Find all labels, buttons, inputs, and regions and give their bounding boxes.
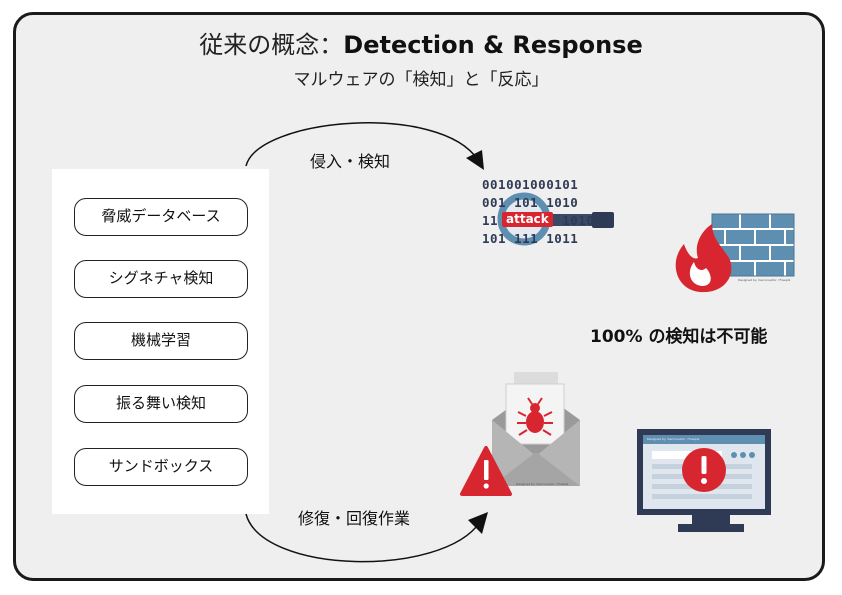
recovery-arc [245, 513, 481, 563]
warning-triangle-icon [460, 446, 512, 496]
method-machine-learning: 機械学習 [74, 322, 248, 360]
method-threat-database: 脅威データベース [74, 198, 248, 236]
method-sandbox: サンドボックス [74, 448, 248, 486]
flame-icon [675, 224, 732, 293]
intrusion-arc [245, 122, 479, 167]
attack-badge: attack [502, 212, 553, 227]
recovery-arrowhead [468, 512, 488, 534]
diagram-title: 従来の概念：Detection & Response [199, 31, 643, 59]
method-behavior-detection: 振る舞い検知 [74, 385, 248, 423]
binary-line-2: 001 101 1010 [482, 195, 579, 210]
method-signature-detection: シグネチャ検知 [74, 260, 248, 298]
intrusion-detection-label: 侵入・検知 [310, 152, 391, 171]
email-credit: Designed by macrovector / Freepik [516, 482, 569, 486]
infected-email-icon [492, 372, 580, 486]
binary-line-4: 101 111 1011 [482, 231, 579, 246]
intrusion-arrowhead [466, 150, 484, 170]
diagram-subtitle: マルウェアの「検知」と「反応」 [293, 70, 549, 90]
recovery-label: 修復・回復作業 [298, 509, 411, 528]
binary-line-1: 001001000101 [482, 177, 579, 192]
monitor-credit: Designed by macrovector / Freepik [647, 437, 700, 441]
firewall-icon [675, 213, 795, 293]
detection-limit-text: 100% の検知は不可能 [590, 327, 768, 347]
firewall-credit: Designed by macrovector / Freepik [738, 278, 791, 282]
alert-monitor-icon [637, 429, 771, 532]
bug-icon [517, 397, 553, 436]
